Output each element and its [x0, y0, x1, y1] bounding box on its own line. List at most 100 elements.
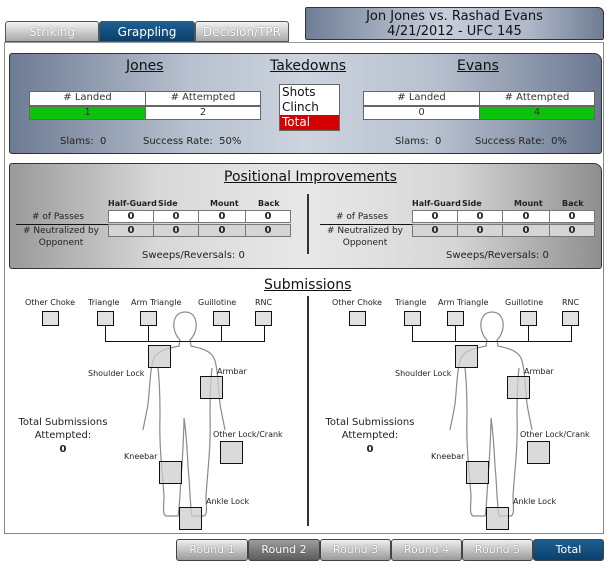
- f2-landed-label: # Landed: [363, 91, 480, 106]
- label-ankle-lock: Ankle Lock: [206, 497, 250, 506]
- label-other-lock-crank: Other Lock/Crank: [520, 430, 590, 439]
- total-submissions-label-line2: Attempted:: [34, 430, 92, 441]
- fight-title: Jon Jones vs. Rashad Evans 4/21/2012 - U…: [305, 7, 604, 40]
- sweeps-value: 0: [542, 250, 549, 261]
- slams-value: 0: [99, 136, 107, 147]
- sweeps-reversals: Sweeps/Reversals: 0: [446, 250, 549, 261]
- box-triangle[interactable]: [97, 311, 114, 326]
- f1-success-rate: Success Rate: 50%: [143, 136, 241, 147]
- round-tab-total[interactable]: Total: [533, 539, 604, 561]
- filter-clinch[interactable]: Clinch: [282, 100, 319, 114]
- box-shoulder-lock[interactable]: [148, 345, 171, 368]
- box-other-lock-crank[interactable]: [220, 441, 243, 464]
- label-guillotine: Guillotine: [505, 298, 544, 307]
- column-header-back: Back: [562, 199, 584, 208]
- neutralized-cell: 0: [108, 224, 154, 237]
- label-triangle: Triangle: [88, 298, 120, 307]
- column-header-side: Side: [462, 199, 482, 208]
- box-other-choke[interactable]: [349, 311, 366, 326]
- round-tab-round-3[interactable]: Round 3: [320, 539, 391, 561]
- slams-value: 0: [434, 136, 442, 147]
- round-tab-round-4[interactable]: Round 4: [391, 539, 462, 561]
- f2-slams: Slams: 0: [395, 136, 441, 147]
- connector-drop: [105, 326, 106, 341]
- f2-attempted-label: # Attempted: [479, 91, 595, 106]
- f1-attempted-value: 2: [145, 106, 261, 120]
- column-header-side: Side: [158, 199, 178, 208]
- neutralized-cell: 0: [245, 224, 291, 237]
- neutralized-row-label-line1: # Neutralized by: [327, 226, 403, 236]
- fight-matchup: Jon Jones vs. Rashad Evans: [366, 9, 543, 24]
- box-other-choke[interactable]: [42, 311, 59, 326]
- submissions-heading: Submissions: [264, 277, 352, 293]
- box-triangle[interactable]: [404, 311, 421, 326]
- column-header-back: Back: [258, 199, 280, 208]
- sweeps-reversals: Sweeps/Reversals: 0: [142, 250, 245, 261]
- passes-cell: 0: [198, 210, 246, 223]
- takedown-filter-list[interactable]: Shots Clinch Total: [279, 84, 340, 131]
- label-rnc: RNC: [255, 298, 273, 307]
- neutralized-cell: 0: [549, 224, 595, 237]
- neutralized-row-label-line1: # Neutralized by: [23, 226, 99, 236]
- connector-line: [412, 341, 572, 342]
- round-tab-round-1[interactable]: Round 1: [176, 539, 248, 561]
- f1-slams: Slams: 0: [60, 136, 106, 147]
- box-kneebar[interactable]: [466, 461, 489, 484]
- box-rnc[interactable]: [255, 311, 272, 326]
- column-header-mount: Mount: [514, 199, 543, 208]
- box-arm-triangle[interactable]: [447, 311, 464, 326]
- sweeps-label: Sweeps/Reversals:: [446, 250, 540, 261]
- label-rnc: RNC: [562, 298, 580, 307]
- label-shoulder-lock: Shoulder Lock: [395, 369, 452, 378]
- box-armbar[interactable]: [507, 376, 530, 399]
- sweeps-label: Sweeps/Reversals:: [142, 250, 236, 261]
- total-submissions-label-line1: Total Submissions: [18, 417, 108, 428]
- label-kneebar: Kneebar: [431, 452, 465, 461]
- connector-drop: [528, 326, 529, 341]
- body-outline-figure: [449, 311, 533, 517]
- tab-grappling[interactable]: Grappling: [99, 21, 195, 42]
- box-rnc[interactable]: [562, 311, 579, 326]
- box-other-lock-crank[interactable]: [527, 441, 550, 464]
- tab-striking[interactable]: Striking: [5, 21, 99, 42]
- filter-shots[interactable]: Shots: [282, 85, 316, 99]
- box-guillotine[interactable]: [213, 311, 230, 326]
- passes-cell: 0: [549, 210, 595, 223]
- total-submissions-label-line2: Attempted:: [341, 430, 399, 441]
- f2-success-rate: Success Rate: 0%: [475, 136, 567, 147]
- fighter-divider: [307, 194, 309, 254]
- passes-cell: 0: [502, 210, 550, 223]
- submissions-divider: [307, 296, 309, 526]
- box-guillotine[interactable]: [520, 311, 537, 326]
- success-label: Success Rate:: [143, 136, 213, 147]
- f2-attempted-value: 4: [479, 106, 595, 120]
- neutralized-cell: 0: [412, 224, 458, 237]
- label-ankle-lock: Ankle Lock: [513, 497, 557, 506]
- box-ankle-lock[interactable]: [486, 507, 509, 530]
- sweeps-value: 0: [238, 250, 245, 261]
- connector-drop: [148, 326, 149, 341]
- passes-row-label: # of Passes: [335, 212, 389, 222]
- label-arm-triangle: Arm Triangle: [438, 298, 489, 307]
- label-other-choke: Other Choke: [332, 298, 383, 307]
- column-header-mount: Mount: [210, 199, 239, 208]
- passes-cell: 0: [153, 210, 199, 223]
- tab-decision-tpr[interactable]: Decision/TPR: [195, 21, 289, 42]
- box-armbar[interactable]: [200, 376, 223, 399]
- filter-total[interactable]: Total: [280, 115, 339, 130]
- box-arm-triangle[interactable]: [140, 311, 157, 326]
- total-submissions-value: 0: [366, 444, 374, 455]
- box-ankle-lock[interactable]: [179, 507, 202, 530]
- round-tab-round-2[interactable]: Round 2: [248, 539, 320, 561]
- f2-landed-value: 0: [363, 106, 480, 120]
- column-header-half-guard: Half-Guard: [412, 199, 461, 208]
- f1-attempted-label: # Attempted: [145, 91, 261, 106]
- round-tab-round-5[interactable]: Round 5: [462, 539, 533, 561]
- neutralized-cell: 0: [153, 224, 199, 237]
- box-shoulder-lock[interactable]: [455, 345, 478, 368]
- neutralized-cell: 0: [502, 224, 550, 237]
- label-armbar: Armbar: [524, 367, 554, 376]
- passes-cell: 0: [412, 210, 458, 223]
- row-separator: [16, 224, 108, 225]
- box-kneebar[interactable]: [159, 461, 182, 484]
